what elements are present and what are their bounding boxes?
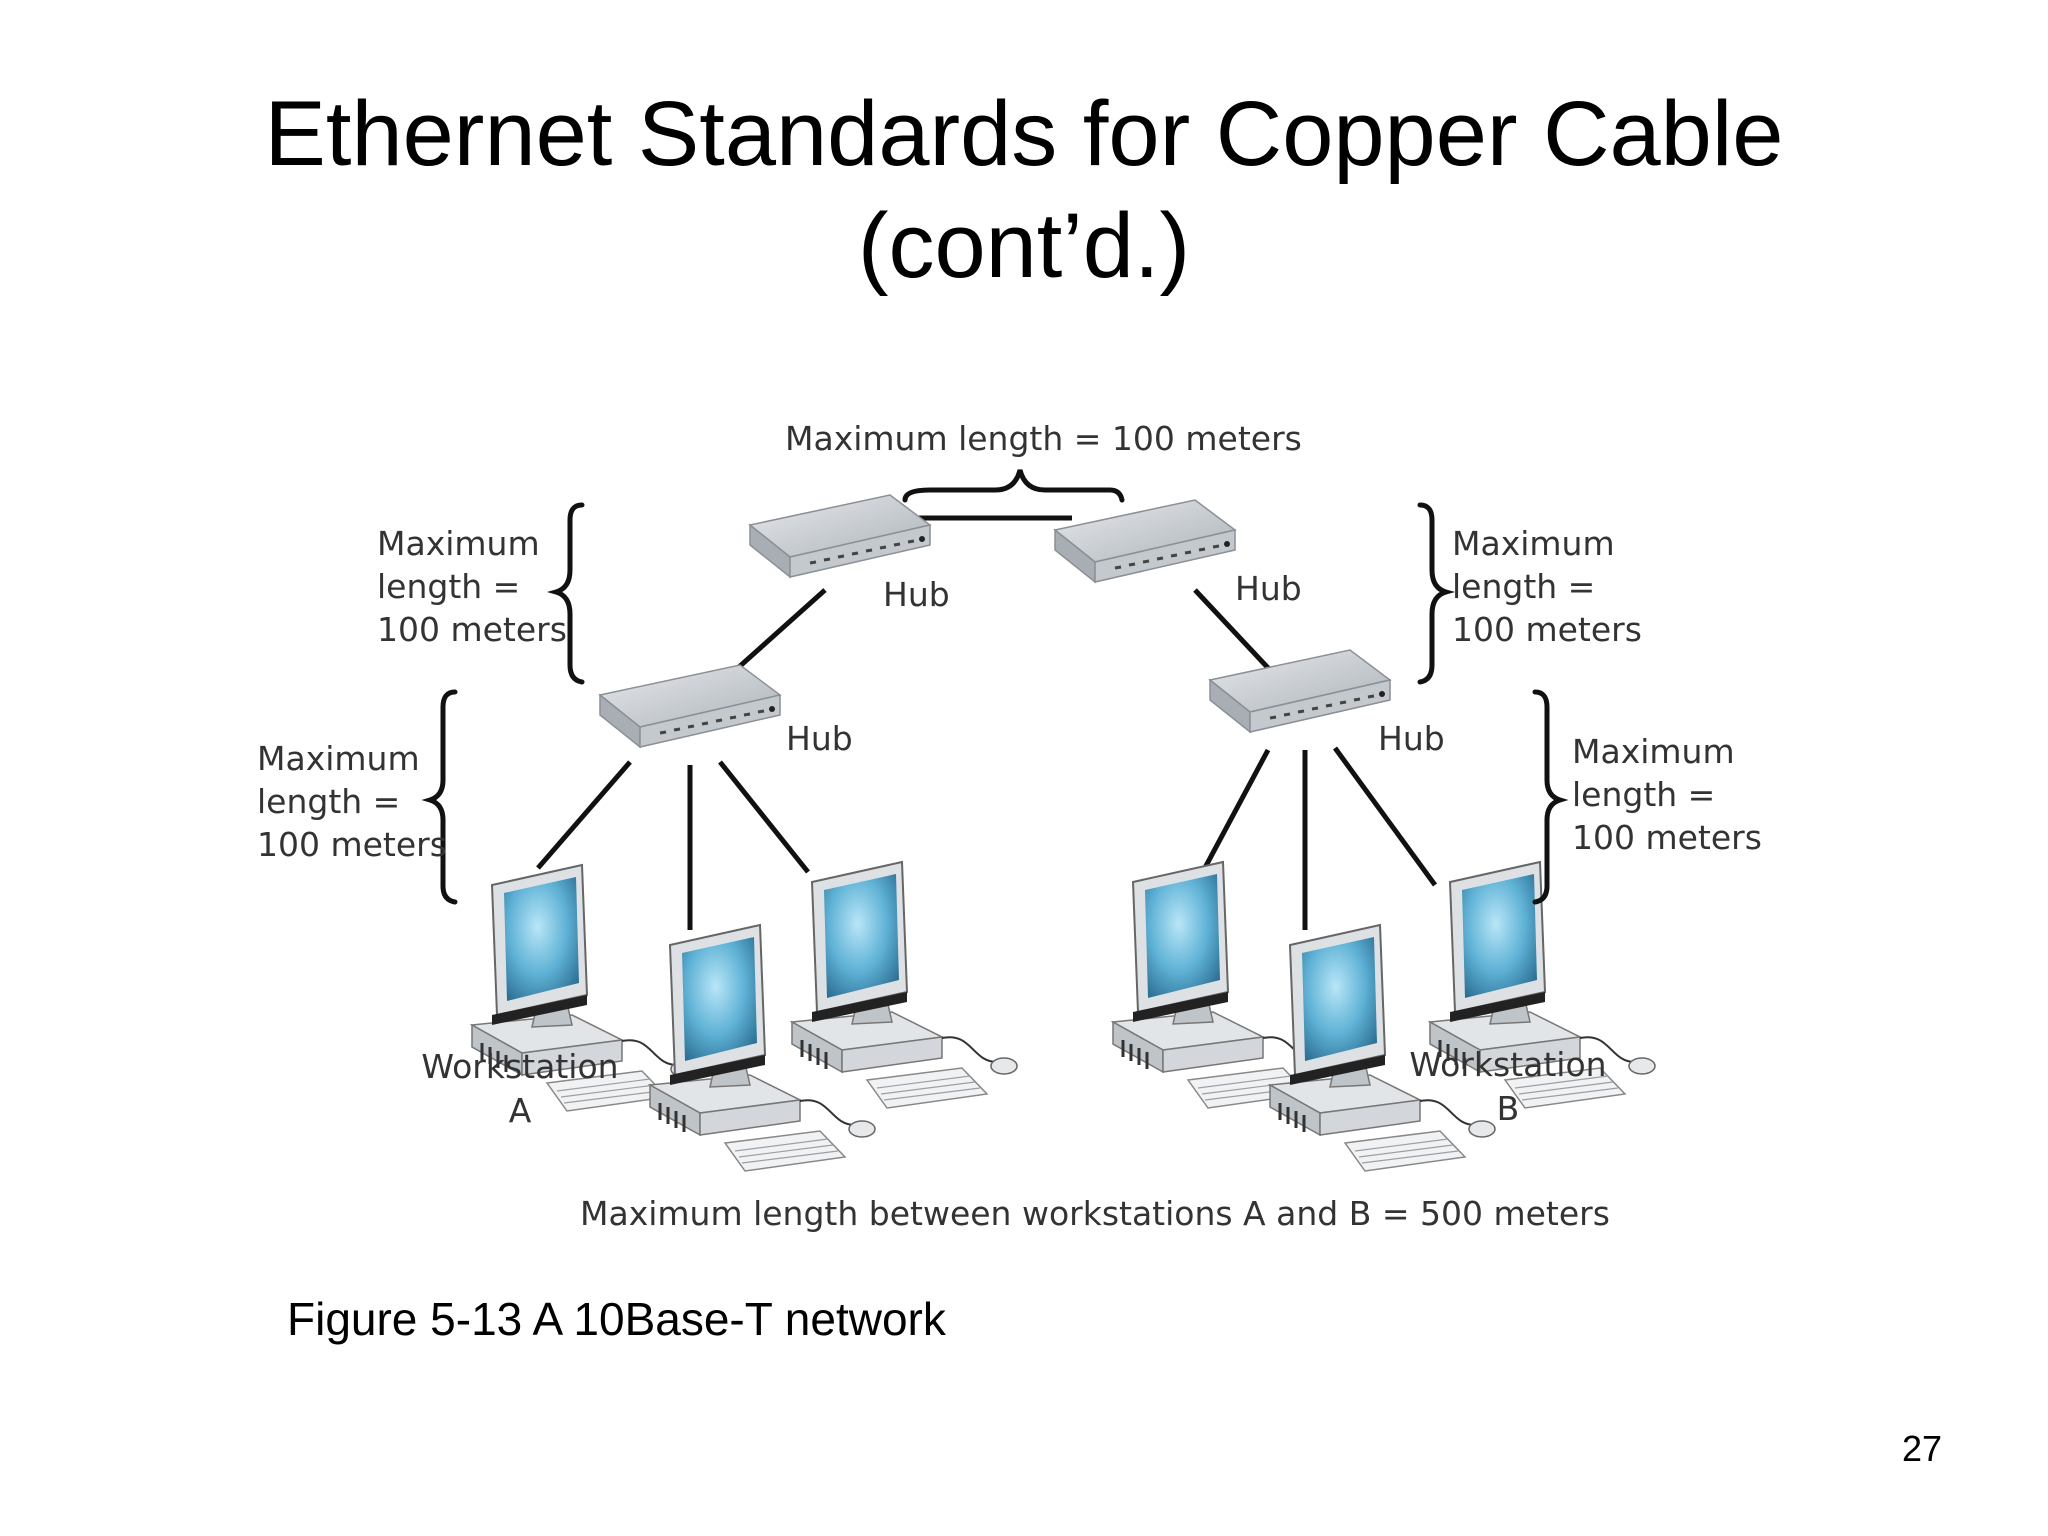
hub-2-icon <box>1053 498 1237 584</box>
cable-hub4-wsB <box>1332 746 1438 887</box>
cable-hub1-hub3 <box>728 588 827 677</box>
max-label-line-1: Maximum <box>1452 524 1615 563</box>
max-label-line-2: length = <box>1452 567 1595 606</box>
max-label-line-1: Maximum <box>1572 732 1735 771</box>
hub-2-label: Hub <box>1235 569 1302 608</box>
brace-left-upper <box>546 502 585 685</box>
right-upper-max-label: Maximum length = 100 meters <box>1452 524 1642 649</box>
max-label-line-2: length = <box>377 567 520 606</box>
hub-3-label: Hub <box>786 719 853 758</box>
cable-hub3-wsA <box>536 760 632 870</box>
hub-1-icon <box>748 493 932 579</box>
slide-title: Ethernet Standards for Copper Cable (con… <box>0 78 2048 302</box>
workstation-a-line-2: A <box>509 1091 532 1130</box>
hub-4-icon <box>1208 648 1392 734</box>
workstation-3-icon <box>790 860 1019 1110</box>
max-label-line-1: Maximum <box>377 524 540 563</box>
workstation-a-label: Workstation A <box>421 1047 618 1130</box>
hub-4-label: Hub <box>1378 719 1445 758</box>
cable-hub2-hub4 <box>1193 588 1272 672</box>
brace-marks <box>421 469 1569 905</box>
max-label-line-1: Maximum <box>257 739 420 778</box>
max-label-line-3: 100 meters <box>377 610 567 649</box>
title-line-1: Ethernet Standards for Copper Cable <box>264 83 1784 185</box>
top-max-length-label: Maximum length = 100 meters <box>785 419 1302 458</box>
left-lower-max-label: Maximum length = 100 meters <box>257 739 447 864</box>
page-number: 27 <box>1901 1428 1942 1469</box>
max-label-line-3: 100 meters <box>1572 818 1762 857</box>
right-lower-max-label: Maximum length = 100 meters <box>1572 732 1762 857</box>
brace-left-lower <box>421 689 458 905</box>
workstation-a-line-1: Workstation <box>421 1047 618 1086</box>
workstation-b-line-2: B <box>1497 1089 1520 1128</box>
title-line-2: (cont’d.) <box>857 195 1191 297</box>
max-label-line-3: 100 meters <box>257 825 447 864</box>
brace-right-lower <box>1532 689 1569 905</box>
workstation-b-line-1: Workstation <box>1409 1045 1606 1084</box>
max-label-line-2: length = <box>1572 775 1715 814</box>
workstation-b-label: Workstation B <box>1409 1045 1606 1128</box>
brace-right-upper <box>1417 502 1456 685</box>
bottom-max-length-label: Maximum length between workstations A an… <box>580 1194 1610 1233</box>
left-upper-max-label: Maximum length = 100 meters <box>377 524 567 649</box>
hub-1-label: Hub <box>883 575 950 614</box>
figure-caption: Figure 5-13 A 10Base-T network <box>287 1293 946 1345</box>
brace-top <box>902 469 1125 503</box>
max-label-line-3: 100 meters <box>1452 610 1642 649</box>
max-label-line-2: length = <box>257 782 400 821</box>
hub-3-icon <box>598 663 782 749</box>
cable-hub3-ws3 <box>718 760 810 874</box>
